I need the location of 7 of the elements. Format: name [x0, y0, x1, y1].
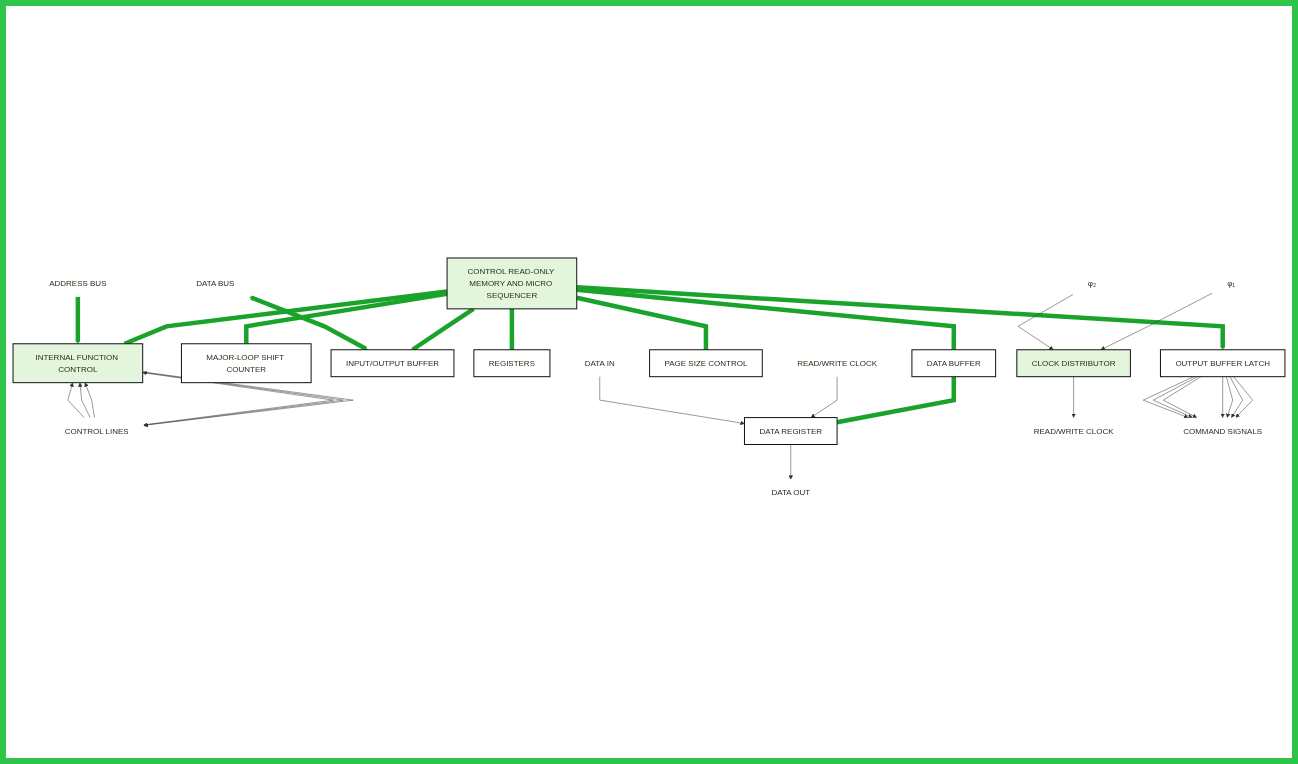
arrow: [75, 296, 81, 344]
connector: [509, 308, 515, 350]
connector: [244, 291, 448, 344]
connector: [576, 287, 957, 350]
connector: [576, 295, 709, 350]
arrow: [249, 295, 368, 351]
connector: [836, 376, 957, 425]
